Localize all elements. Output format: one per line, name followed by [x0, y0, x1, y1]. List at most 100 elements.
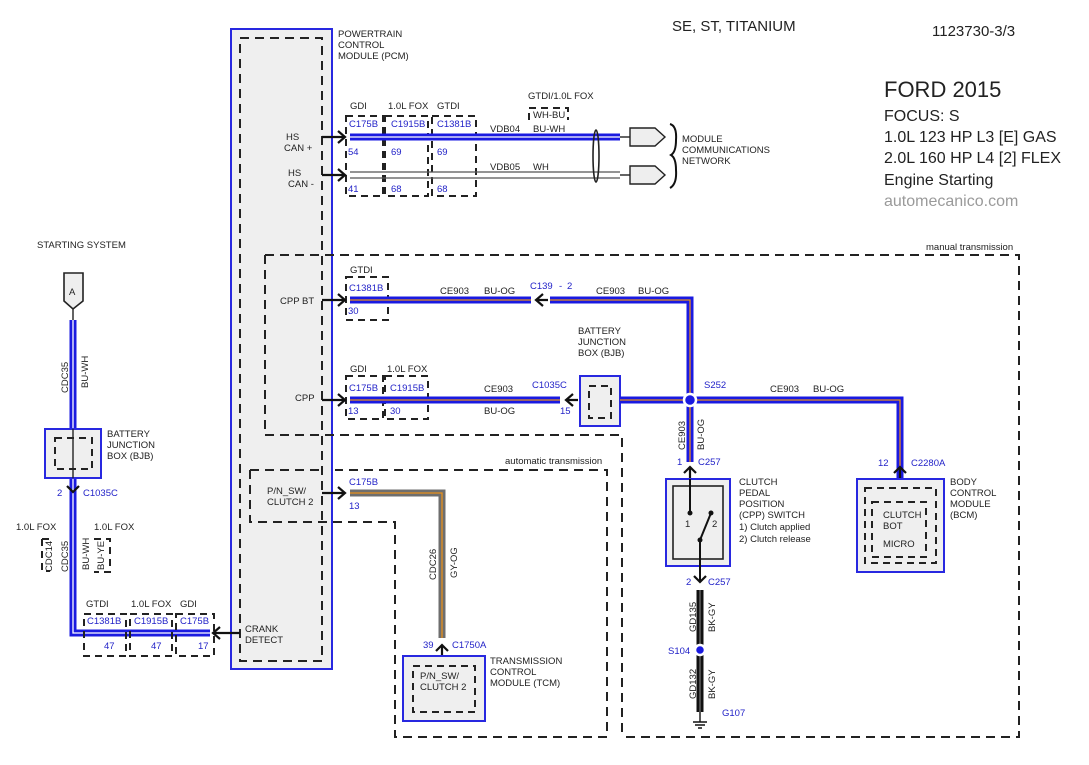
bjb-right-name-2: JUNCTION — [578, 337, 626, 348]
can-variant-gdi: GDI — [350, 101, 367, 112]
crank-variant-gtdi: GTDI — [86, 599, 109, 610]
can-variant-fox: 1.0L FOX — [388, 101, 429, 112]
cdc26-label: CDC26 — [428, 549, 439, 580]
splice-s104 — [693, 643, 707, 657]
pin-hs-can-minus-2: CAN - — [288, 179, 314, 190]
cpp-switch-name-1: CLUTCH — [739, 477, 778, 488]
can-minus-color: WH — [533, 162, 549, 173]
twisted-pair-icon — [592, 129, 600, 183]
cpp-switch-name-2: PEDAL — [739, 488, 770, 499]
pn-sw-arrow — [322, 486, 347, 500]
tcm-connector: C1750A — [452, 640, 487, 651]
can-pin-68b: 68 — [437, 184, 448, 195]
bjb-left-name-1: BATTERY — [107, 429, 151, 440]
automatic-transmission-section: automatic transmission C175B 13 CDC26 GY… — [249, 456, 608, 738]
cpp-conn-c175b: C175B — [349, 383, 378, 394]
tcm-internal-2: CLUTCH 2 — [420, 682, 466, 693]
bcm-name-4: (BCM) — [950, 510, 977, 521]
c139-dash: - — [559, 281, 562, 292]
can-pin-69a: 69 — [391, 147, 402, 158]
connector-ref-a-label: A — [69, 287, 76, 298]
pin-hs-can-plus-2: CAN + — [284, 143, 313, 154]
connector-ref-a — [63, 272, 84, 311]
cpp-switch-pin-top: 1 — [677, 457, 682, 468]
ground-g107: G107 — [722, 708, 745, 719]
pin-crank-2: DETECT — [245, 635, 283, 646]
bcm-internal-3: MICRO — [883, 539, 915, 550]
cpp-switch-arrow-bottom — [693, 575, 707, 584]
crank-conn-c1381b: C1381B — [87, 616, 121, 627]
can-plus-arrow — [322, 130, 347, 144]
engine-1: 1.0L 123 HP L3 [E] GAS — [884, 129, 1057, 146]
system-title: Engine Starting — [884, 172, 993, 189]
cpp-switch-note-1: 1) Clutch applied — [739, 522, 810, 533]
pcm-name-3: MODULE (PCM) — [338, 51, 409, 62]
can-pin-69b: 69 — [437, 147, 448, 158]
can-pin-68a: 68 — [391, 184, 402, 195]
cpp-switch-pin-bottom: 2 — [686, 577, 691, 588]
starting-system-title: STARTING SYSTEM — [37, 240, 126, 251]
bjb-right-name-3: BOX (BJB) — [578, 348, 624, 359]
model: FOCUS: S — [884, 108, 960, 125]
network-connector-minus — [629, 165, 667, 185]
cpp-bt-variant: GTDI — [350, 265, 373, 276]
cdc35-label: CDC35 — [60, 362, 71, 393]
gd135-label: GD135 — [688, 602, 699, 632]
bjb-left-connector: C1035C — [83, 488, 118, 499]
crank-conn-c175b: C175B — [180, 616, 209, 627]
cpp-bt-pin: 30 — [348, 306, 359, 317]
bcm-internal-2: BOT — [883, 521, 903, 532]
cpp-switch-name-4: (CPP) SWITCH — [739, 510, 805, 521]
c139-arrow — [534, 293, 548, 307]
cpp-switch-conn-bottom: C257 — [708, 577, 731, 588]
bu-ye-label: BU-YE — [96, 541, 107, 570]
bcm-circuit: CE903 — [770, 384, 799, 395]
fox-right-variant: 1.0L FOX — [94, 522, 135, 533]
bjb-right-pin: 15 — [560, 406, 571, 417]
gd135-color: BK-GY — [707, 602, 718, 632]
manual-label: manual transmission — [926, 242, 1013, 253]
bjb-left-arrow — [66, 485, 80, 494]
cpp-bt-arrow — [322, 293, 347, 307]
switch-contact-2: 2 — [712, 519, 717, 530]
can-conn-c1381b: C1381B — [437, 119, 471, 130]
network-connector-plus — [629, 127, 667, 147]
gd132-color: BK-GY — [707, 669, 718, 699]
bu-wh-lower-label: BU-WH — [81, 538, 92, 570]
bcm-color: BU-OG — [813, 384, 844, 395]
tcm-pin: 39 — [423, 640, 434, 651]
pcm-name-2: CONTROL — [338, 40, 384, 51]
can-alt-variant: GTDI/1.0L FOX — [528, 91, 594, 102]
c139-circuit: CE903 — [596, 286, 625, 297]
c139-color: BU-OG — [638, 286, 669, 297]
document-id: 1123730-3/3 — [932, 23, 1015, 40]
cdc35-color: BU-WH — [80, 356, 91, 388]
cdc35-lower-label: CDC35 — [60, 541, 71, 572]
crank-conn-c1915b: C1915B — [134, 616, 168, 627]
network-label-3: NETWORK — [682, 156, 731, 167]
bcm-name-3: MODULE — [950, 499, 991, 510]
splice-s252 — [682, 392, 698, 408]
tcm-name-1: TRANSMISSION — [490, 656, 562, 667]
cpp-variant-gdi: GDI — [350, 364, 367, 375]
make-year: FORD 2015 — [884, 77, 1001, 102]
cpp-switch-circuit: CE903 — [677, 421, 688, 450]
wire-vdb05 — [350, 171, 620, 179]
cdc26-color: GY-OG — [449, 547, 460, 578]
tcm-name-3: MODULE (TCM) — [490, 678, 560, 689]
can-plus-color: BU-WH — [533, 124, 565, 135]
cpp-color: BU-OG — [484, 406, 515, 417]
can-conn-c1915b: C1915B — [391, 119, 425, 130]
crank-pin-47a: 47 — [104, 641, 115, 652]
wire-ce903-bcm — [620, 396, 904, 485]
crank-variant-gdi: GDI — [180, 599, 197, 610]
pin-hs-can-minus-1: HS — [288, 168, 301, 179]
trim-label: SE, ST, TITANIUM — [672, 18, 796, 35]
bjb-right-name-1: BATTERY — [578, 326, 622, 337]
watermark: automecanico.com — [884, 193, 1018, 210]
cpp-variant-fox: 1.0L FOX — [387, 364, 428, 375]
switch-contact-icon — [689, 479, 712, 582]
network-label-2: COMMUNICATIONS — [682, 145, 770, 156]
pin-crank-1: CRANK — [245, 624, 279, 635]
